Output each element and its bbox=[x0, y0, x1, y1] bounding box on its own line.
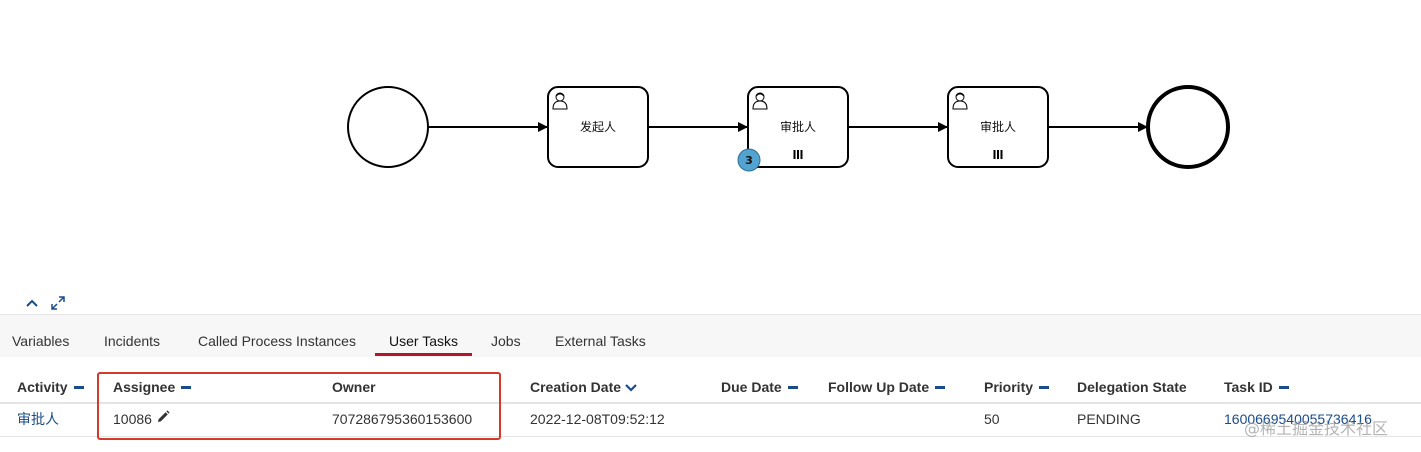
user-task-approver[interactable]: 审批人 bbox=[747, 86, 849, 168]
instance-count: 3 bbox=[745, 154, 753, 167]
column-header-due-date: Due Date bbox=[721, 374, 798, 402]
column-label: Priority bbox=[984, 379, 1034, 395]
instance-count-badge[interactable]: 3 bbox=[737, 148, 761, 172]
remove-column-icon[interactable] bbox=[1278, 385, 1289, 389]
owner-value: 707286795360153600 bbox=[332, 411, 473, 427]
end-event[interactable] bbox=[1146, 85, 1230, 169]
diagram-controls bbox=[22, 293, 68, 313]
table-row: 审批人 10086 707286795360153600 2022-12-08T… bbox=[0, 404, 1421, 437]
delegation-state-value: PENDING bbox=[1077, 411, 1141, 427]
column-header-task-id: Task ID bbox=[1224, 374, 1289, 402]
tab-external-tasks[interactable]: External Tasks bbox=[555, 333, 646, 349]
chevron-up-icon[interactable] bbox=[22, 293, 42, 313]
column-label: Follow Up Date bbox=[828, 379, 930, 395]
column-label[interactable]: Creation Date bbox=[530, 379, 622, 396]
column-label: Owner bbox=[332, 379, 376, 395]
remove-column-icon[interactable] bbox=[935, 385, 946, 389]
tab-variables[interactable]: Variables bbox=[12, 333, 70, 349]
pencil-icon[interactable] bbox=[156, 404, 170, 434]
priority-value: 50 bbox=[984, 411, 1000, 427]
column-header-creation-date: Creation Date bbox=[530, 374, 637, 402]
task-id-link[interactable]: 1600669540055736416 bbox=[1224, 411, 1372, 427]
highlight-annotation-box bbox=[97, 372, 501, 440]
tab-user-tasks[interactable]: User Tasks bbox=[389, 333, 458, 349]
column-header-activity: Activity bbox=[17, 374, 84, 402]
task-label: 审批人 bbox=[980, 119, 1016, 134]
remove-column-icon[interactable] bbox=[1039, 385, 1050, 389]
column-header-follow-up-date: Follow Up Date bbox=[828, 374, 946, 402]
detail-tabs: Variables Incidents Called Process Insta… bbox=[0, 314, 1421, 357]
active-tab-indicator bbox=[375, 353, 472, 356]
column-label: Delegation State bbox=[1077, 379, 1187, 395]
parallel-multi-instance-icon bbox=[793, 150, 803, 159]
tab-incidents[interactable]: Incidents bbox=[104, 333, 161, 349]
remove-column-icon[interactable] bbox=[181, 385, 192, 389]
column-label: Due Date bbox=[721, 379, 782, 395]
start-event[interactable] bbox=[347, 86, 429, 168]
column-header-priority: Priority bbox=[984, 374, 1050, 402]
sort-desc-icon[interactable] bbox=[625, 374, 637, 400]
task-label: 审批人 bbox=[780, 119, 816, 134]
column-header-delegation-state: Delegation State bbox=[1077, 374, 1187, 402]
tab-called-process-instances[interactable]: Called Process Instances bbox=[198, 333, 356, 349]
user-task-approver[interactable]: 审批人 bbox=[947, 86, 1049, 168]
column-header-assignee: Assignee bbox=[113, 374, 192, 402]
column-label: Task ID bbox=[1224, 379, 1273, 395]
user-task-initiator[interactable]: 发起人 bbox=[547, 86, 649, 168]
remove-column-icon[interactable] bbox=[787, 385, 798, 389]
expand-icon[interactable] bbox=[48, 293, 68, 313]
tab-jobs[interactable]: Jobs bbox=[491, 333, 521, 349]
task-label: 发起人 bbox=[580, 119, 616, 134]
column-label: Activity bbox=[17, 379, 68, 395]
watermark: @稀土掘金技术社区 bbox=[1244, 419, 1389, 438]
remove-column-icon[interactable] bbox=[73, 385, 84, 389]
assignee-cell: 10086 bbox=[113, 404, 170, 436]
parallel-multi-instance-icon bbox=[993, 150, 1003, 159]
assignee-value: 10086 bbox=[113, 411, 152, 428]
bpmn-diagram: 发起人 审批人 3 审批人 bbox=[347, 85, 1230, 172]
activity-link[interactable]: 审批人 bbox=[17, 411, 59, 427]
column-label: Assignee bbox=[113, 379, 176, 395]
user-tasks-table-header: Activity Assignee Owner Creation Date Du… bbox=[0, 374, 1421, 404]
column-header-owner: Owner bbox=[332, 374, 376, 402]
creation-date-value: 2022-12-08T09:52:12 bbox=[530, 411, 665, 427]
